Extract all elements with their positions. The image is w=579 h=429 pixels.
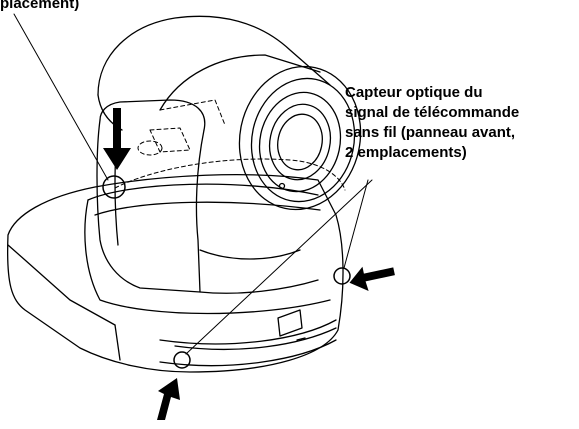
yoke-right-lower [199, 279, 319, 294]
base-ring-lower [159, 339, 337, 367]
hidden-line-inner-2 [159, 99, 226, 126]
lens-outer-rim [238, 65, 362, 211]
base-front-face [114, 324, 121, 361]
caption-line: signal de télécommande [345, 104, 520, 121]
sensor-marker-front-center [173, 351, 191, 369]
caption-line: sans fil (panneau avant, [345, 124, 516, 141]
collar-inner [94, 201, 321, 216]
lens-barrel [258, 91, 342, 193]
lens-glass [268, 103, 332, 181]
head-top [97, 15, 331, 96]
arrow-up-icon [157, 378, 180, 420]
base-small-mark [296, 337, 306, 341]
sensor-marker-rear [102, 175, 126, 199]
caption-top-left: placement) [0, 0, 80, 12]
leader-line-top-left [13, 13, 109, 181]
hidden-line-arc [114, 158, 346, 191]
caption-line: Capteur optique du [345, 84, 483, 101]
yoke-left-arm [96, 119, 205, 293]
base-ring-upper [159, 319, 337, 345]
hidden-ellipse [137, 140, 163, 156]
arrow-down-icon [103, 108, 131, 170]
base-front-badge [277, 309, 303, 337]
leader-line-right-b [185, 179, 373, 355]
yoke-right-base [199, 249, 301, 260]
sensor-marker-front-right [333, 267, 351, 285]
lens-indicator [278, 182, 286, 190]
base-ring-mid [174, 327, 337, 350]
hidden-line-inner-1 [149, 127, 191, 153]
leader-line-right-a [343, 179, 369, 269]
arrow-left-icon [349, 266, 395, 291]
base-left-face [7, 244, 116, 326]
collar-top [87, 183, 319, 201]
lens-rim-inner [250, 77, 356, 203]
caption-sensor-front: Capteur optique du signal de télécommand… [345, 83, 519, 163]
yoke-arm-back [99, 99, 206, 131]
head-front-edge [159, 54, 321, 111]
caption-line: 2 emplacements) [345, 144, 467, 161]
collar-front [84, 199, 331, 315]
lens-glass-inner [277, 113, 323, 171]
